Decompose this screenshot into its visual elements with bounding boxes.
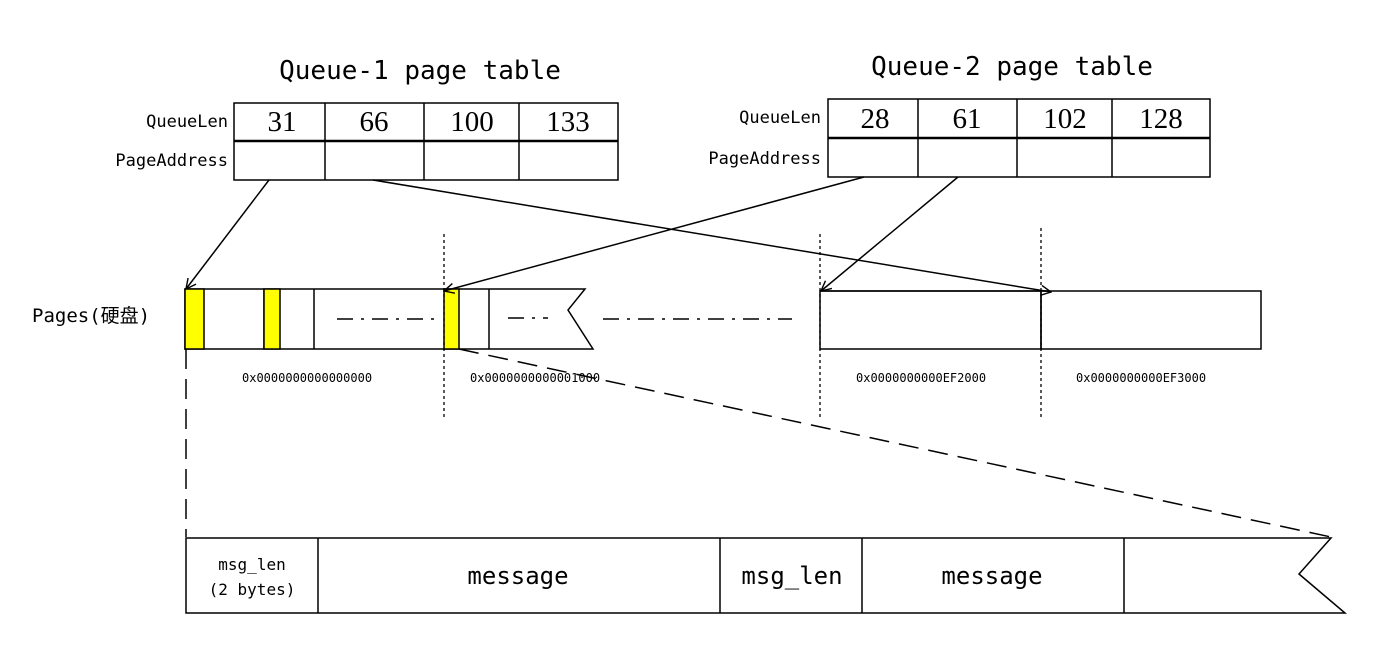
zoom-guides bbox=[185, 348, 1332, 538]
record-block-highlighted bbox=[443, 288, 460, 350]
queue1-queuelen-cell: 100 bbox=[450, 106, 494, 138]
record-block-highlighted bbox=[184, 288, 205, 350]
record-block-highlighted bbox=[263, 288, 281, 350]
queue2-queuelen-label: QueueLen bbox=[739, 108, 821, 128]
page-block bbox=[819, 290, 1042, 350]
queue1-title: Queue-1 page table bbox=[279, 56, 561, 86]
pages-left-segment bbox=[184, 288, 595, 350]
queue2-title: Queue-2 page table bbox=[871, 52, 1153, 82]
message-field-label: message bbox=[467, 562, 568, 590]
queue2-queuelen-cell: 28 bbox=[861, 103, 890, 135]
message-layout: msg_len (2 bytes) message msg_len messag… bbox=[185, 537, 1348, 614]
queue2-queuelen-cell: 102 bbox=[1043, 103, 1087, 135]
message-layout-outline bbox=[185, 537, 1348, 614]
pointer-arrow bbox=[821, 176, 959, 291]
pages-strip: Pages(硬盘) 0x0000000000000000 0x000000000… bbox=[32, 228, 1262, 418]
msg-len-field-size: (2 bytes) bbox=[209, 580, 296, 599]
pointer-arrow bbox=[186, 179, 270, 289]
page-block bbox=[1040, 290, 1262, 350]
queue2-page-table: Queue-2 page table QueueLen PageAddress … bbox=[708, 52, 1211, 178]
queue2-queuelen-cell: 61 bbox=[953, 103, 982, 135]
queue2-queuelen-cell: 128 bbox=[1139, 103, 1183, 135]
msg-len-field-label-2: msg_len bbox=[741, 562, 842, 590]
pages-label: Pages(硬盘) bbox=[32, 305, 150, 327]
page-address: 0x0000000000EF2000 bbox=[856, 371, 986, 385]
queue1-pageaddress-label: PageAddress bbox=[115, 151, 228, 171]
msg-len-field-label: msg_len bbox=[218, 555, 285, 574]
queue1-queuelen-cell: 31 bbox=[268, 106, 297, 138]
page-pointers bbox=[186, 176, 1051, 292]
queue1-queuelen-cell: 133 bbox=[546, 106, 590, 138]
pointer-arrow bbox=[372, 179, 1051, 292]
queue1-queuelen-cell: 66 bbox=[360, 106, 389, 138]
page-address: 0x0000000000001000 bbox=[470, 371, 600, 385]
pointer-arrow bbox=[444, 176, 865, 291]
queue2-pageaddress-label: PageAddress bbox=[708, 149, 821, 169]
queue1-page-table: Queue-1 page table QueueLen PageAddress … bbox=[115, 56, 619, 181]
message-field-label-2: message bbox=[941, 562, 1042, 590]
queue1-queuelen-label: QueueLen bbox=[146, 112, 228, 132]
page-address: 0x0000000000000000 bbox=[242, 371, 372, 385]
page-address: 0x0000000000EF3000 bbox=[1076, 371, 1206, 385]
